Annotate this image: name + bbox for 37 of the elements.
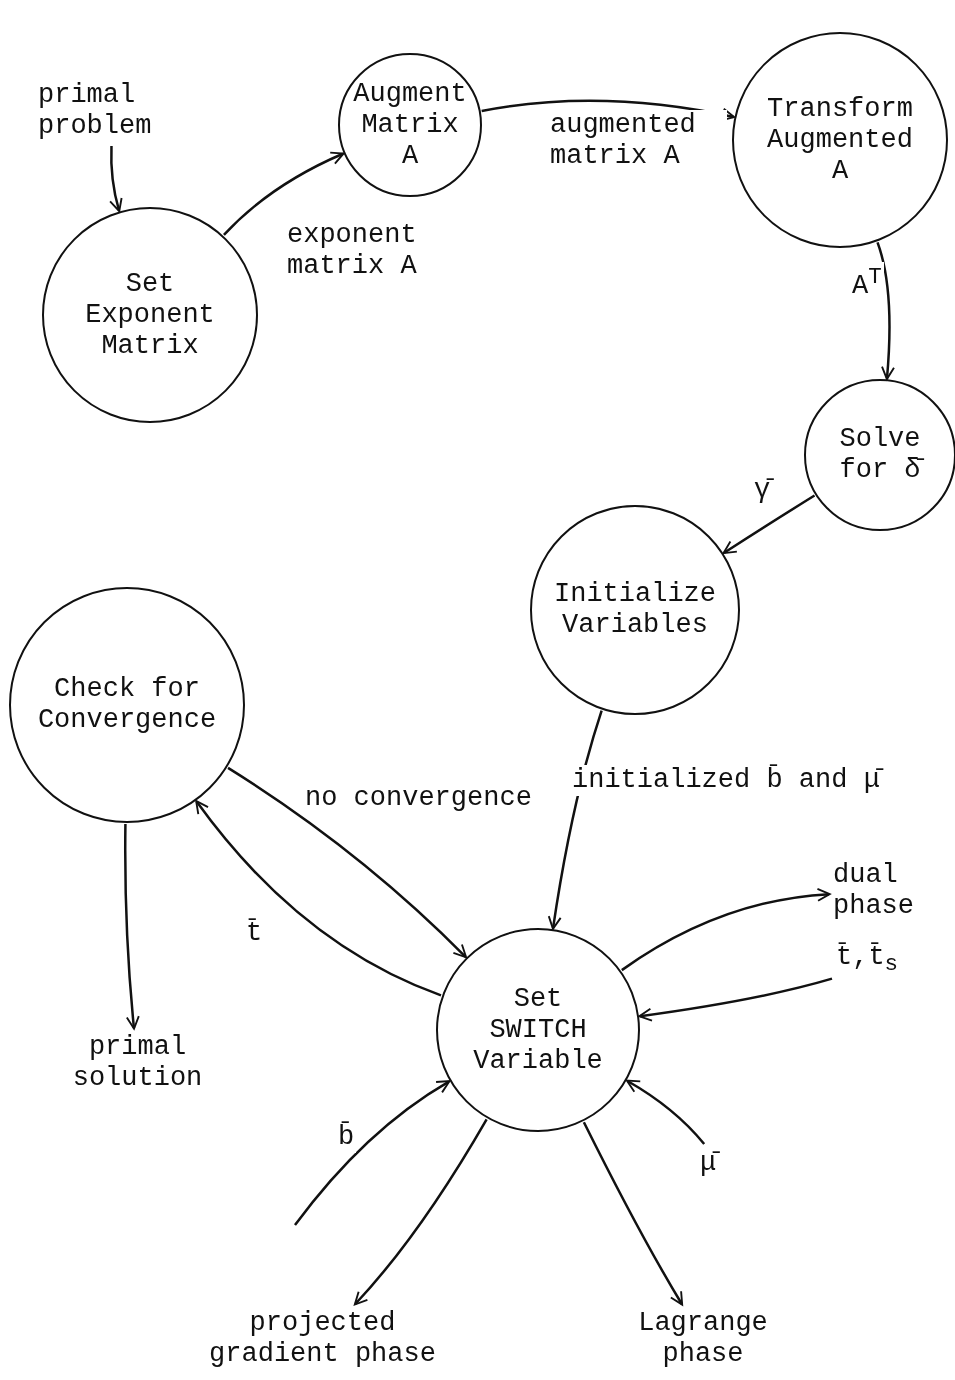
- process-circle: [9, 587, 245, 823]
- flow-label: dual phase: [833, 860, 943, 922]
- node-label: Set Exponent Matrix: [84, 268, 216, 362]
- flow-label: primal solution: [50, 1032, 225, 1094]
- flow-label: primal problem: [38, 80, 188, 142]
- arrow: [223, 151, 345, 236]
- node-label: Set SWITCH Variable: [472, 983, 604, 1077]
- arrow: [227, 766, 468, 959]
- arrow: [294, 1080, 451, 1226]
- node-label: Augment Matrix A: [352, 78, 468, 172]
- arrow: [876, 241, 895, 380]
- arrow: [722, 494, 816, 554]
- arrow: [195, 800, 442, 997]
- arrow: [582, 1121, 684, 1306]
- arrow: [124, 824, 140, 1030]
- node-label: Transform Augmented A: [766, 93, 914, 187]
- process-circle: [338, 53, 482, 197]
- arrow: [621, 888, 831, 972]
- arrow: [481, 99, 736, 122]
- flow-label: t̄,t̄$_{s}$: [836, 942, 946, 981]
- flow-label: Lagrange phase: [618, 1308, 788, 1370]
- process-circle: [732, 32, 948, 248]
- arrow: [625, 1079, 706, 1145]
- edge-label: γ̄: [752, 475, 773, 506]
- arrow: [638, 977, 833, 1022]
- node-label: Initialize Variables: [553, 579, 717, 641]
- arrow: [109, 145, 123, 213]
- process-circle: [436, 928, 640, 1132]
- arrow: [353, 1118, 488, 1306]
- node-label: Check for Convergence: [36, 674, 218, 736]
- edge-label: initialized b̄ and μ̄: [570, 765, 882, 796]
- flow-label: projected gradient phase: [200, 1308, 445, 1370]
- node-label: Solve for δ̄: [833, 424, 927, 486]
- process-circle: [804, 379, 955, 531]
- flow-label: μ̄: [700, 1148, 740, 1179]
- process-circle: [42, 207, 258, 423]
- process-circle: [530, 505, 740, 715]
